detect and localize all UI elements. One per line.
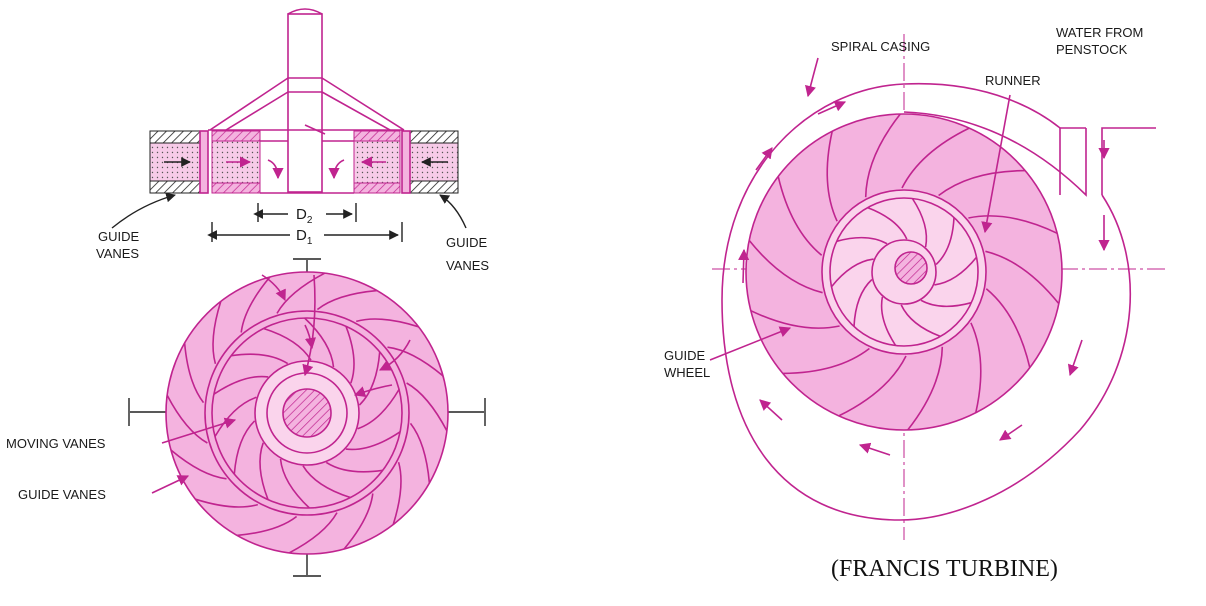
runner-vane: [900, 304, 941, 338]
casing-block-left: [149, 130, 201, 144]
guide-vane: [985, 288, 1031, 368]
guide-vane: [826, 131, 838, 222]
guide-vane: [236, 515, 298, 537]
moving-vane: [357, 389, 400, 430]
plan-runner-vanes: [213, 317, 401, 509]
guide-vanes-right-label-1: GUIDE: [446, 235, 488, 250]
guide-wheel-label-1: GUIDE: [664, 348, 706, 363]
runner-vane: [853, 278, 873, 327]
figure-caption: (FRANCIS TURBINE): [831, 556, 1058, 582]
moving-vane: [358, 351, 381, 406]
moving-vane: [259, 442, 269, 500]
runner-label: RUNNER: [985, 73, 1041, 88]
guide-vane: [392, 461, 402, 525]
runner-vane: [830, 258, 874, 288]
moving-vane: [214, 396, 257, 437]
runner-vane: [880, 296, 897, 346]
plan-view: MOVING VANES GUIDE VANES: [6, 258, 486, 577]
guide-vane: [355, 318, 419, 328]
runner-vane: [867, 206, 908, 240]
water-from-label-2: PENSTOCK: [1056, 42, 1128, 57]
guide-vane: [938, 169, 1026, 197]
guide-vane: [777, 176, 823, 256]
runner-shaft: [894, 251, 928, 285]
spiral-casing-label: SPIRAL CASING: [831, 39, 930, 54]
water-from-label-1: WATER FROM: [1056, 25, 1143, 40]
runner-vane: [934, 256, 978, 286]
guide-vane: [387, 346, 444, 377]
sectional-view: D2 D1 GUIDE VANES GUIDE VANES: [96, 8, 489, 273]
guide-vane: [212, 301, 222, 365]
right-runner-vanes: [830, 198, 978, 346]
shaft-elevation: [287, 13, 323, 193]
runner-vane: [920, 299, 972, 308]
guide-vane: [750, 309, 840, 329]
guide-vane: [316, 289, 378, 311]
guide-vane: [748, 239, 823, 294]
guide-vane: [406, 382, 448, 432]
runner-vane: [935, 217, 955, 266]
guide-vane: [276, 272, 326, 314]
moving-vanes-label: MOVING VANES: [6, 436, 106, 451]
guide-vane: [409, 422, 431, 484]
guide-vanes-left-label-1: GUIDE: [98, 229, 140, 244]
dim-d1-label: D: [296, 227, 307, 244]
guide-vane: [240, 276, 271, 333]
runner-ring-outer: [204, 310, 410, 516]
runner-cover: [209, 77, 405, 131]
guide-vane: [170, 449, 227, 480]
casing-block-right: [409, 130, 459, 144]
guide-vane: [901, 127, 970, 189]
runner-vane: [836, 236, 888, 245]
dim-d1-subscript: 1: [307, 236, 313, 247]
right-guide-vanes: [748, 113, 1060, 431]
moving-vane: [325, 461, 383, 473]
dim-d2-subscript: 2: [307, 215, 313, 226]
moving-vane: [304, 317, 335, 368]
spiral-view: SPIRAL CASING WATER FROM PENSTOCK RUNNER…: [664, 25, 1166, 540]
guide-vanes-right-label-2: VANES: [446, 258, 489, 273]
guide-vanes-bottom-label: GUIDE VANES: [18, 487, 106, 502]
moving-vane: [345, 431, 401, 451]
guide-vane: [183, 342, 205, 404]
svg-text:D2: D2: [296, 206, 313, 226]
guide-vane: [195, 498, 259, 508]
moving-vane: [233, 420, 256, 475]
guide-vane: [968, 215, 1058, 235]
guide-vane: [907, 346, 944, 431]
guide-wheel-label-2: WHEEL: [664, 365, 710, 380]
guide-vane: [985, 250, 1060, 305]
plan-guide-vanes: [166, 272, 448, 554]
moving-vane: [213, 375, 269, 395]
guide-vane: [838, 355, 907, 417]
guide-vanes-left-label-2: VANES: [96, 246, 139, 261]
moving-vane: [231, 353, 289, 365]
svg-text:D1: D1: [296, 227, 313, 247]
runner-vane: [911, 198, 928, 248]
dim-d2-label: D: [296, 206, 307, 223]
moving-vane: [279, 458, 310, 509]
guide-vane: [782, 347, 870, 375]
guide-vane: [343, 493, 374, 550]
guide-vane: [166, 394, 208, 444]
moving-vane: [302, 465, 351, 499]
guide-vane: [288, 512, 338, 554]
spiral-casing-outline: [721, 82, 1132, 521]
guide-vane: [864, 113, 901, 198]
shaft-section: [282, 388, 332, 438]
moving-vane: [345, 326, 355, 384]
guide-vane: [970, 322, 982, 413]
